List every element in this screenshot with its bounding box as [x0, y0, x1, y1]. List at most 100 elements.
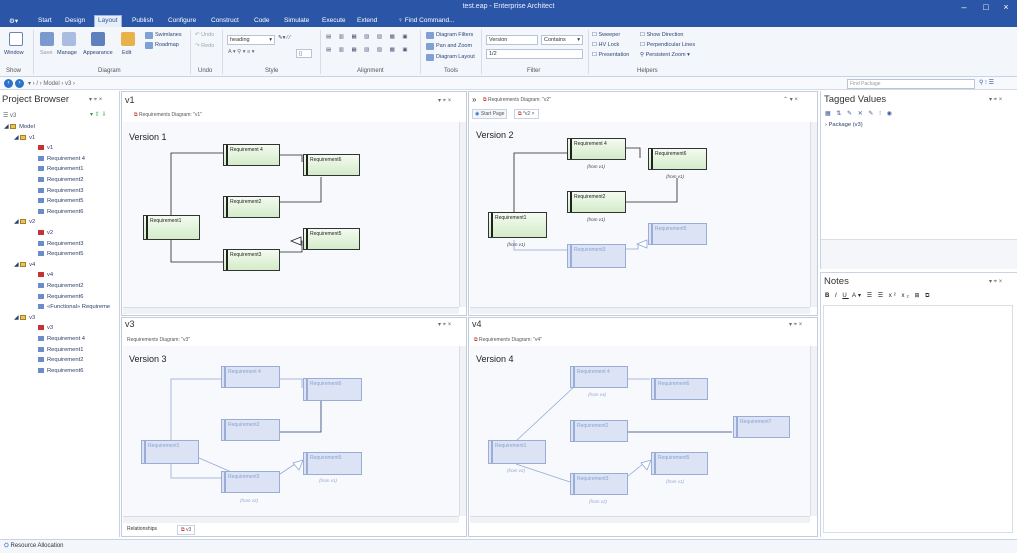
tab-v3[interactable]: ⧉ v3 [177, 525, 196, 535]
requirement-2[interactable]: Requirement2 [570, 420, 628, 442]
tab-layout[interactable]: Layout [94, 15, 122, 27]
find-command[interactable]: ♀ Find Command... [395, 16, 458, 25]
move-arrows-icon[interactable]: ▾ ⇧ ⇩ [90, 112, 107, 118]
tree-requirement[interactable]: Requirement1 [38, 166, 83, 172]
panel-controls[interactable]: ▾ ⌖ × [89, 97, 103, 103]
tab-execute[interactable]: Execute [322, 17, 346, 24]
requirement-6[interactable]: Requirement6 [303, 154, 360, 176]
show-direction-checkbox[interactable]: ☐ Show Direction [640, 32, 684, 38]
save-icon[interactable] [40, 32, 54, 46]
horizontal-scrollbar[interactable] [470, 307, 810, 314]
breadcrumb-model[interactable]: Model [43, 81, 60, 87]
tab-v2[interactable]: ⧉ *v2 × [514, 109, 539, 119]
swimlanes-icon[interactable] [145, 32, 153, 39]
diagram-filters-button[interactable]: Diagram Filters [436, 32, 474, 38]
close-icon[interactable]: × [1003, 2, 1009, 12]
vertical-scrollbar[interactable] [459, 346, 466, 516]
horizontal-scrollbar[interactable] [470, 516, 810, 523]
requirement-3[interactable]: Requirement3 [223, 249, 280, 271]
requirement-5[interactable]: Requirement5 [303, 228, 360, 250]
panel-controls[interactable]: ▾ ⌖ × [989, 279, 1003, 285]
tree-requirement[interactable]: Requirement2 [38, 177, 83, 183]
tree-package[interactable]: ◢ v4 [14, 261, 35, 268]
tagged-values-item[interactable]: › Package (v3) [825, 122, 863, 128]
requirement-2[interactable]: Requirement2 [567, 191, 626, 213]
tab-start-page[interactable]: ◉ Start Page [472, 109, 508, 119]
horizontal-scrollbar[interactable] [123, 307, 459, 314]
appearance-button[interactable]: Appearance [83, 50, 113, 56]
find-package-input[interactable]: Find Package [847, 79, 975, 89]
sweeper-checkbox[interactable]: ☐ Sweeper [592, 32, 621, 38]
requirement-5[interactable]: Requirement5 [651, 452, 708, 475]
appearance-icon[interactable] [91, 32, 105, 46]
browser-filter[interactable]: ☰ v3 [3, 113, 17, 119]
requirement-5[interactable]: Requirement5 [648, 223, 707, 245]
tree-package[interactable]: ◢ v3 [14, 314, 35, 321]
tree-model[interactable]: ◢ Model [4, 124, 35, 130]
requirement-1[interactable]: Requirement1 [488, 440, 546, 464]
presentation-checkbox[interactable]: ☐ Presentation [592, 52, 630, 58]
diagram-v2-canvas[interactable]: Version 2 Requirement 4 (from v1) Requir… [470, 122, 810, 307]
tab-design[interactable]: Design [65, 17, 86, 24]
tagged-values-toolbar[interactable]: ▦ ⇅ ✎ ✕ ✎ ⁝ ◉ [825, 111, 894, 117]
breadcrumb-v3[interactable]: v3 [65, 81, 72, 87]
tab-configure[interactable]: Configure [168, 17, 197, 24]
status-item[interactable]: ⛭ Resource Allocation [4, 543, 64, 550]
requirement-5[interactable]: Requirement5 [303, 452, 362, 475]
notes-toolbar[interactable]: B I U A▾ ☰ ☰ x² x₂ ⊞ ⧉ [825, 293, 932, 299]
tree-requirement[interactable]: Requirement2 [38, 357, 83, 363]
redo-button[interactable]: ↷ Redo [195, 43, 214, 49]
edit-icon[interactable] [121, 32, 135, 46]
save-button[interactable]: Save [40, 50, 53, 56]
expand-icon[interactable]: ◢ [14, 134, 21, 141]
window-controls[interactable]: ▾ ⌖ × [438, 322, 452, 328]
window-controls[interactable]: ⌃ ▾ × [783, 97, 798, 103]
window-controls[interactable]: ▾ ⌖ × [789, 322, 803, 328]
tree-diagram[interactable]: v3 [38, 325, 53, 331]
requirement-6[interactable]: Requirement6 [303, 378, 362, 401]
roadmap-button[interactable]: Roadmap [155, 42, 179, 48]
layout-icon[interactable] [426, 54, 434, 61]
manage-button[interactable]: Manage [57, 50, 77, 56]
requirement-1[interactable]: Requirement1 [141, 440, 199, 464]
font-tools[interactable]: A ▾ ⚲ ▾ ≡ ▾ [228, 49, 255, 55]
tree-diagram[interactable]: v4 [38, 272, 53, 278]
font-size-field[interactable]: ▯ [296, 49, 312, 58]
swimlanes-button[interactable]: Swimlanes [155, 32, 182, 38]
requirement-7[interactable]: Requirement7 [733, 416, 790, 438]
tab-code[interactable]: Code [254, 17, 270, 24]
tab-simulate[interactable]: Simulate [284, 17, 310, 24]
tree-diagram[interactable]: v1 [38, 145, 53, 151]
requirement-6[interactable]: Requirement6 [651, 378, 708, 400]
tree-requirement[interactable]: Requirement6 [38, 367, 83, 374]
tree-requirement[interactable]: «Functional» Requireme [38, 304, 110, 310]
roadmap-icon[interactable] [145, 42, 153, 49]
requirement-2[interactable]: Requirement2 [221, 419, 280, 441]
requirement-1[interactable]: Requirement1 [143, 215, 200, 240]
pan-zoom-icon[interactable] [426, 43, 434, 50]
forward-icon[interactable]: › [15, 79, 24, 88]
expand-icon[interactable]: ◢ [14, 314, 21, 321]
requirement-6[interactable]: Requirement6 [648, 148, 707, 170]
filter-field-select[interactable]: Version [486, 35, 538, 45]
format-tools[interactable]: ✎▾ ⁄ ⁄ [278, 35, 291, 41]
manage-icon[interactable] [62, 32, 76, 46]
requirement-3[interactable]: Requirement3 [221, 471, 280, 493]
tab-construct[interactable]: Construct [211, 17, 239, 24]
notes-text-area[interactable] [823, 305, 1013, 533]
tab-publish[interactable]: Publish [132, 17, 154, 24]
tree-diagram[interactable]: v2 [38, 230, 53, 236]
window-icon[interactable] [9, 32, 23, 46]
diagram-layout-button[interactable]: Diagram Layout [436, 54, 475, 60]
tree-requirement[interactable]: Requirement3 [38, 187, 83, 194]
horizontal-scrollbar[interactable] [123, 516, 459, 523]
vertical-scrollbar[interactable] [810, 346, 817, 516]
alignment-row1[interactable]: ▤ ▥ ▦ ▧ ▨ ▩ ▣ [326, 34, 411, 40]
requirement-4[interactable]: Requirement 4 [570, 366, 628, 388]
requirement-4[interactable]: Requirement 4 [221, 366, 280, 388]
tree-requirement[interactable]: Requirement3 [38, 240, 83, 247]
filter-value-input[interactable]: 1/2 [486, 49, 583, 59]
tree-requirement[interactable]: Requirement 4 [38, 155, 85, 162]
tab-start[interactable]: Start [38, 17, 52, 24]
vertical-scrollbar[interactable] [810, 122, 817, 307]
